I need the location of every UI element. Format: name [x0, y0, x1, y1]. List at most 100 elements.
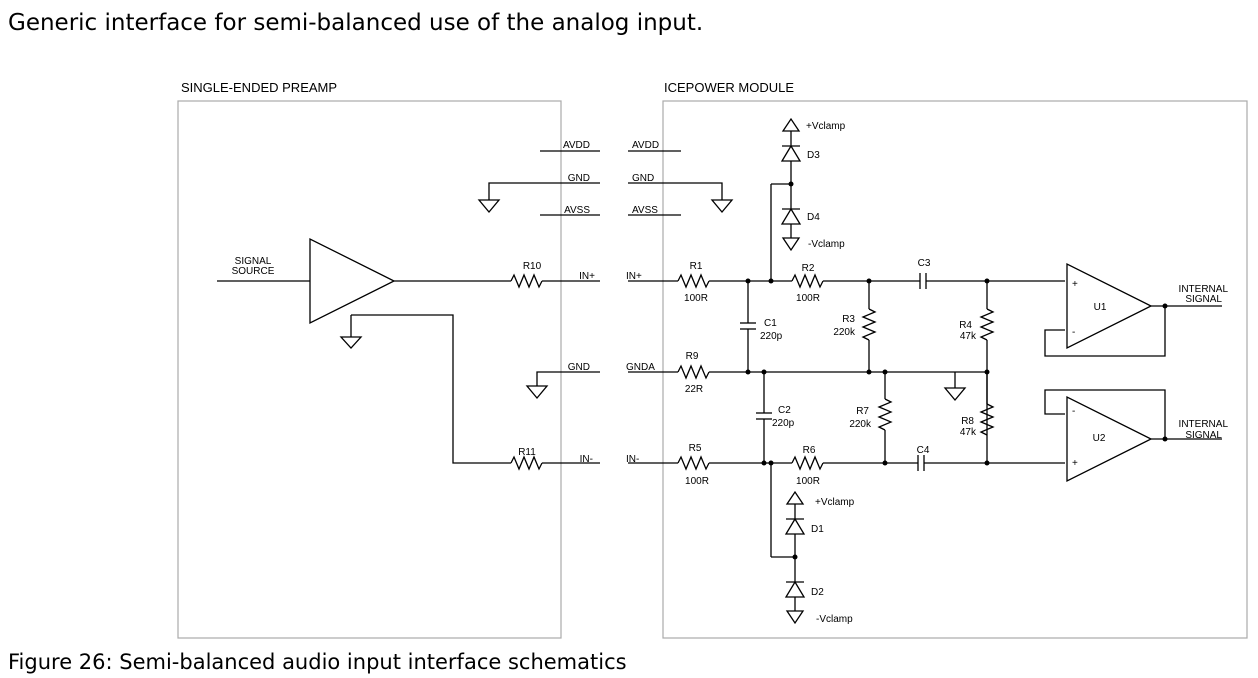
preamp-pin-in-minus: IN- — [580, 454, 593, 465]
c3-name: C3 — [918, 258, 931, 269]
vclamp-pos-arrow-icon — [781, 117, 801, 132]
module-pin-avdd: AVDD — [632, 140, 659, 151]
r10-path: R10 IN+ — [394, 261, 600, 289]
r4-value: 47k — [960, 331, 977, 342]
u1-label: U1 — [1094, 302, 1107, 313]
ground-icon — [477, 199, 501, 214]
module-power-pins: AVDD GND AVSS — [628, 140, 734, 216]
junction-dots — [745, 181, 1168, 560]
ground-icon — [339, 336, 363, 349]
d4-label: D4 — [807, 212, 820, 223]
r7-value: 220k — [849, 419, 872, 430]
r2-value: 100R — [796, 293, 820, 304]
r3-resistor: R3 220k — [833, 281, 877, 372]
c1-value: 220p — [760, 331, 783, 342]
module-pin-in-minus: IN- — [626, 454, 639, 465]
source-label-1: SIGNAL — [235, 256, 272, 267]
u2-output-label-1: INTERNAL — [1179, 419, 1229, 430]
u1-output-label-2: SIGNAL — [1185, 294, 1222, 305]
r2-name: R2 — [802, 263, 815, 274]
r6-value: 100R — [796, 476, 820, 487]
d1-diode-icon — [784, 517, 806, 535]
ground-icon — [943, 387, 967, 402]
r1-value: 100R — [684, 293, 708, 304]
u1-output-label-1: INTERNAL — [1179, 284, 1229, 295]
r3-name: R3 — [842, 314, 855, 325]
module-block — [662, 100, 1248, 639]
preamp-pin-gnd2: GND — [568, 362, 590, 373]
r5-value: 100R — [685, 476, 709, 487]
r8-value: 47k — [960, 427, 977, 438]
opamp-u1: + - U1 INTERNAL SIGNAL — [1044, 262, 1229, 357]
source-label-2: SOURCE — [232, 266, 275, 277]
module-pin-gnd: GND — [632, 173, 654, 184]
in-minus-chain: IN- R5 100R R6 100R C4 — [626, 443, 1065, 487]
u2-plus: + — [1072, 458, 1078, 469]
figure-caption: Figure 26: Semi-balanced audio input int… — [8, 650, 627, 674]
vclamp-pos-arrow-icon — [785, 490, 805, 505]
c1-name: C1 — [764, 318, 777, 329]
d1-vclamp-pos: +Vclamp — [815, 497, 855, 508]
r5-name: R5 — [689, 443, 702, 454]
in-plus-chain: IN+ R1 100R R2 100R C3 — [626, 258, 1065, 304]
u1-minus: - — [1072, 327, 1075, 338]
preamp-block-title: SINGLE-ENDED PREAMP — [181, 80, 337, 95]
d2-vclamp-neg: -Vclamp — [816, 614, 853, 625]
r8-name: R8 — [961, 416, 974, 427]
module-block-title: ICEPOWER MODULE — [664, 80, 794, 95]
page-heading: Generic interface for semi-balanced use … — [8, 10, 704, 36]
preamp-gnd2: GND — [525, 362, 600, 400]
preamp-pin-in-plus: IN+ — [579, 271, 595, 282]
opamp-u2-icon — [1066, 395, 1153, 483]
preamp-pin-avss: AVSS — [564, 205, 590, 216]
d4-vclamp-neg: -Vclamp — [808, 239, 845, 250]
c4-name: C4 — [917, 445, 930, 456]
r10-label: R10 — [523, 261, 542, 272]
upper-clamp-diodes: +Vclamp D3 D4 -Vclamp — [770, 117, 846, 281]
module-pin-in-plus: IN+ — [626, 271, 642, 282]
preamp-pin-avdd: AVDD — [563, 140, 590, 151]
d3-vclamp-pos: +Vclamp — [806, 121, 846, 132]
vclamp-neg-arrow-icon — [785, 610, 805, 625]
preamp-power-pins: AVDD GND AVSS — [477, 140, 600, 216]
c1-capacitor: C1 220p — [740, 281, 783, 372]
opamp-u2: - + U2 INTERNAL SIGNAL — [1044, 389, 1229, 483]
r11-label: R11 — [518, 447, 536, 458]
r8-resistor: R8 47k — [960, 372, 995, 438]
preamp-pin-gnd: GND — [568, 173, 590, 184]
c2-capacitor: C2 220p — [756, 372, 795, 463]
ground-icon — [710, 199, 734, 214]
r11-path: R11 IN- — [351, 314, 600, 471]
d2-label: D2 — [811, 587, 824, 598]
r6-name: R6 — [803, 445, 816, 456]
gnda-line: GNDA R9 22R — [626, 351, 987, 402]
module-pin-gnda: GNDA — [626, 362, 655, 373]
r3-value: 220k — [833, 327, 856, 338]
opamp-u1-icon — [1066, 262, 1153, 350]
r1-name: R1 — [690, 261, 703, 272]
c2-name: C2 — [778, 405, 791, 416]
r4-name: R4 — [959, 320, 972, 331]
r9-name: R9 — [686, 351, 699, 362]
c2-value: 220p — [772, 418, 795, 429]
d4-diode-icon — [780, 207, 802, 225]
lower-clamp-diodes: +Vclamp D1 D2 -Vclamp — [770, 463, 855, 625]
d3-diode-icon — [780, 144, 802, 162]
signal-source-amplifier: SIGNAL SOURCE — [217, 237, 396, 349]
u2-label: U2 — [1093, 433, 1106, 444]
r7-name: R7 — [856, 406, 869, 417]
u1-plus: + — [1072, 279, 1078, 290]
d1-label: D1 — [811, 524, 824, 535]
u2-minus: - — [1072, 406, 1075, 417]
d3-label: D3 — [807, 150, 820, 161]
u2-output-label-2: SIGNAL — [1185, 430, 1222, 441]
r9-value: 22R — [685, 384, 703, 395]
preamp-block — [177, 100, 562, 639]
module-pin-avss: AVSS — [632, 205, 658, 216]
amplifier-icon — [309, 237, 396, 325]
d2-diode-icon — [784, 580, 806, 598]
ground-icon — [525, 385, 549, 400]
r7-resistor: R7 220k — [849, 372, 893, 463]
vclamp-neg-arrow-icon — [781, 237, 801, 252]
